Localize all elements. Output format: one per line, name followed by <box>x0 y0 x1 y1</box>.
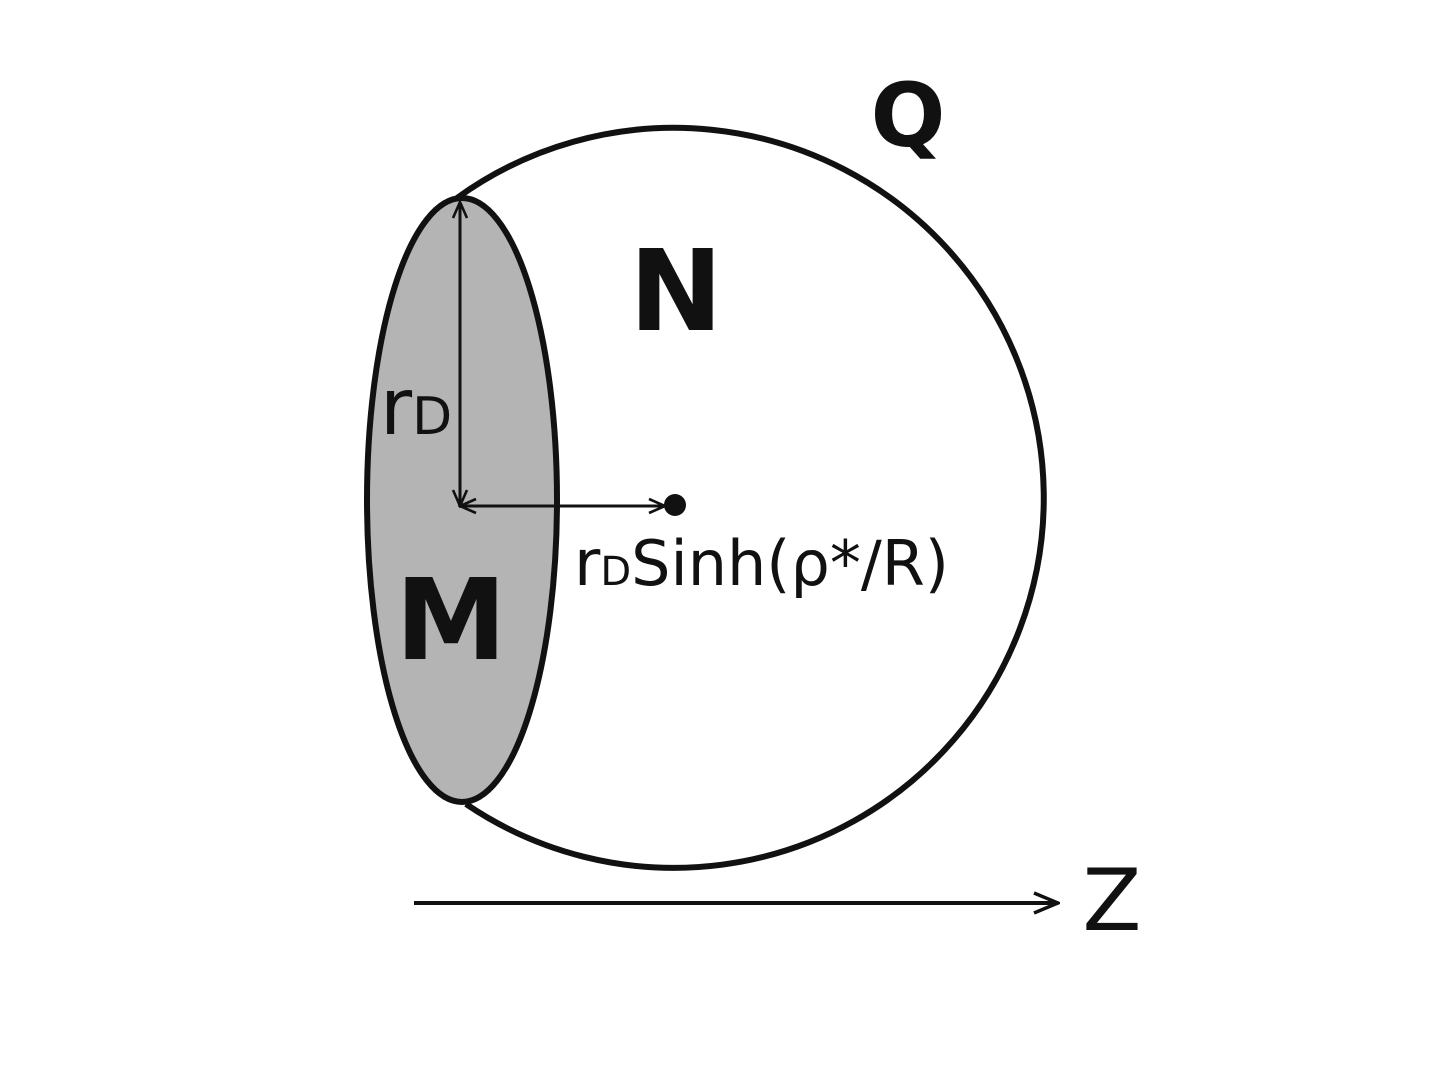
label-offset-r: r <box>574 527 601 601</box>
label-m: M <box>395 556 506 686</box>
center-dot <box>664 494 686 516</box>
outer-circle-arc <box>455 124 1047 871</box>
label-radius-main: r <box>380 363 413 453</box>
label-n: N <box>629 227 723 357</box>
label-offset: rDSinh(ρ*/R) <box>574 527 949 601</box>
label-z: Z <box>1083 851 1142 951</box>
label-offset-sub: D <box>600 549 631 595</box>
disk-ellipse <box>364 195 560 805</box>
label-radius-sub: D <box>412 387 452 447</box>
label-q: Q <box>871 64 946 167</box>
label-radius: rD <box>380 363 452 453</box>
label-offset-expr: Sinh(ρ*/R) <box>631 527 949 600</box>
